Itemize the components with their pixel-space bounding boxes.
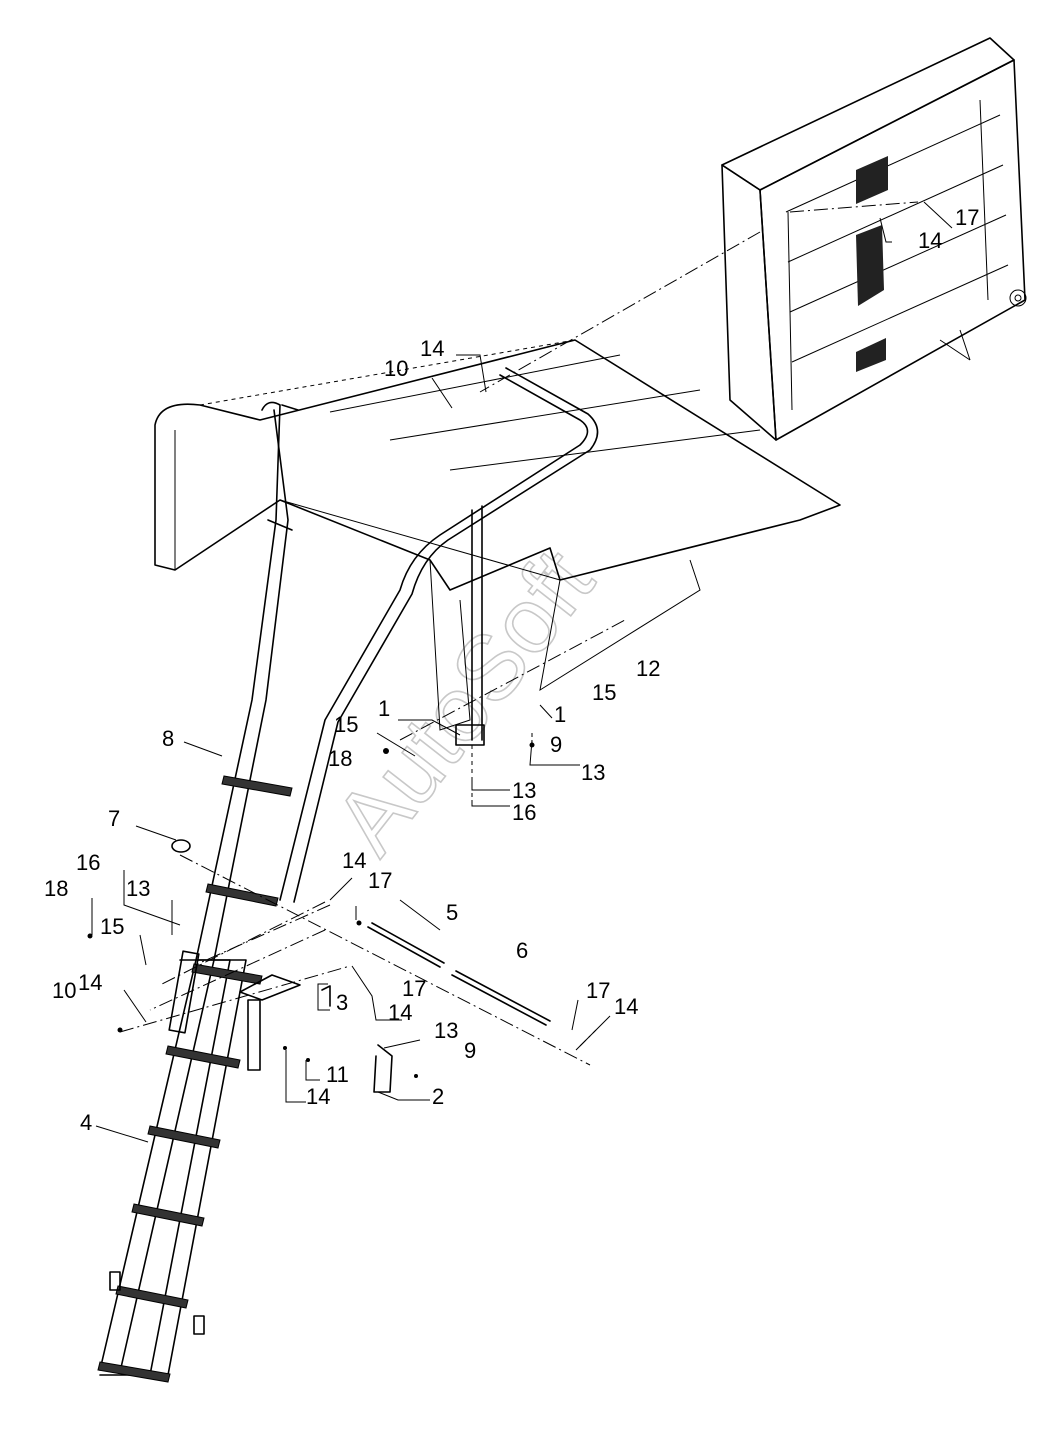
callout-13: 13 [512, 778, 536, 803]
callout-17: 17 [368, 868, 392, 893]
callout-10: 10 [52, 978, 76, 1003]
small-parts [87, 742, 551, 1093]
callout-1: 1 [554, 702, 566, 727]
callout-6: 6 [516, 938, 528, 963]
leader-lines [91, 201, 953, 1143]
callout-7: 7 [108, 806, 120, 831]
cap-part-7 [171, 839, 191, 853]
callout-18: 18 [44, 876, 68, 901]
callout-14: 14 [78, 970, 102, 995]
ladder [97, 401, 299, 1383]
callout-8: 8 [162, 726, 174, 751]
callout-9: 9 [550, 732, 562, 757]
callout-5: 5 [446, 900, 458, 925]
callout-15: 15 [100, 914, 124, 939]
callout-16: 16 [512, 800, 536, 825]
callout-17: 17 [955, 205, 979, 230]
callout-14: 14 [614, 994, 638, 1019]
callout-17: 17 [586, 978, 610, 1003]
watermark: AutoSoft [315, 531, 613, 872]
callout-14: 14 [388, 1000, 412, 1025]
callout-13: 13 [581, 760, 605, 785]
callout-13: 13 [434, 1018, 458, 1043]
callout-18: 18 [328, 746, 352, 771]
platform-deck [154, 339, 841, 731]
callout-12: 12 [636, 656, 660, 681]
callout-13: 13 [126, 876, 150, 901]
callout-2: 2 [432, 1084, 444, 1109]
radiator-box [721, 37, 1027, 441]
callout-9: 9 [464, 1038, 476, 1063]
callout-3: 3 [336, 990, 348, 1015]
callout-14: 14 [420, 336, 444, 361]
ladder-treads [97, 775, 293, 1383]
callout-16: 16 [76, 850, 100, 875]
callout-1: 1 [378, 696, 390, 721]
callout-labels: 14 17 10 14 12 15 1 1 15 9 18 13 13 16 8… [44, 205, 979, 1135]
callout-10: 10 [384, 356, 408, 381]
callout-11: 11 [326, 1062, 349, 1087]
callout-15: 15 [334, 712, 358, 737]
callout-14: 14 [306, 1084, 330, 1109]
handrail [279, 367, 599, 903]
center-lines [119, 201, 919, 1066]
callout-4: 4 [80, 1110, 92, 1135]
callout-15: 15 [592, 680, 616, 705]
callout-14: 14 [342, 848, 366, 873]
callout-17: 17 [402, 976, 426, 1001]
callout-14: 14 [918, 228, 942, 253]
